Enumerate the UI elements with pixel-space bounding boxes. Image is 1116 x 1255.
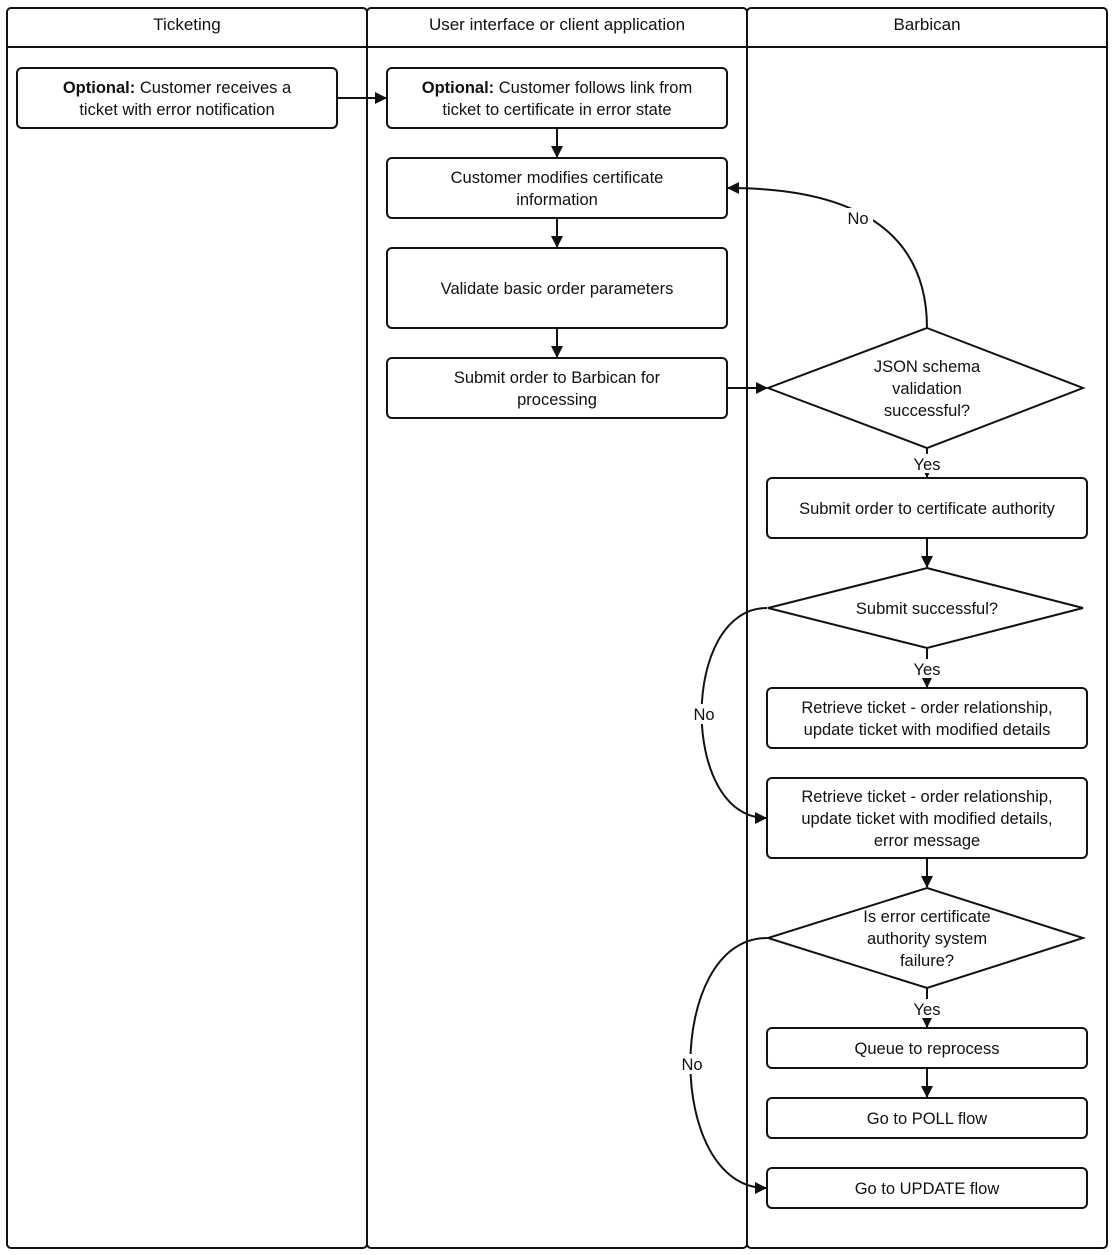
node-ticket: Optional: Customer receives a ticket with… — [16, 67, 338, 129]
n-update-line-0-run-0: Go to UPDATE flow — [855, 1180, 1000, 1198]
edge-label-json-no: No — [847, 210, 868, 228]
n-submit-barbican-line-0-run-0: Submit order to Barbican for — [454, 369, 661, 387]
node-update-text: Go to UPDATE flow — [855, 1180, 1000, 1198]
edge-label-submitok-yes: Yes — [914, 661, 941, 679]
node-submit-ca-text: Submit order to certificate authority — [799, 500, 1056, 518]
decision-ca-failure: Is error certificate authority system fail… — [764, 886, 1087, 990]
lane-title-barbican: Barbican — [893, 15, 960, 34]
n-poll-line-0-run-0: Go to POLL flow — [867, 1110, 988, 1128]
d-ca-failure-line-1-run-0: authority system — [867, 930, 987, 948]
d-ca-failure-line-2-run-0: failure? — [900, 952, 954, 970]
edge-label-json-yes: Yes — [914, 456, 941, 474]
d-json-line-1-run-0: validation — [892, 380, 962, 398]
n-follow-line-1-run-0: ticket to certificate in error state — [442, 101, 671, 119]
n-validate-line-0-run-0: Validate basic order parameters — [441, 280, 674, 298]
n-follow-line-0-run-0: Optional: — [422, 79, 494, 97]
n-retrieve-err-line-2-run-0: error message — [874, 832, 980, 850]
node-validate-text: Validate basic order parameters — [441, 280, 674, 298]
node-queue-text: Queue to reprocess — [855, 1040, 1000, 1058]
edge-json-no-to-modify — [727, 182, 928, 329]
node-update: Go to UPDATE flow — [766, 1167, 1088, 1209]
d-ca-failure-line-0-run-0: Is error certificate — [863, 908, 990, 926]
node-retrieve-err-text: Retrieve ticket - order relationship, upd… — [801, 788, 1052, 850]
n-submit-barbican-line-1-run-0: processing — [517, 391, 597, 409]
d-json-line-2-run-0: successful? — [884, 402, 970, 420]
node-follow-text: Optional: Customer follows link from tick… — [422, 79, 692, 119]
decision-submit-ok-text: Submit successful? — [856, 600, 998, 618]
node-poll-text: Go to POLL flow — [867, 1110, 988, 1128]
n-retrieve-ok-line-1-run-0: update ticket with modified details — [804, 721, 1051, 739]
node-submit-barbican-text: Submit order to Barbican for processing — [454, 369, 661, 409]
lane-ticketing: Ticketing — [6, 7, 368, 1249]
node-ticket-text: Optional: Customer receives a ticket with… — [63, 79, 292, 119]
d-submit-ok-line-0-run-0: Submit successful? — [856, 600, 998, 618]
node-follow: Optional: Customer follows link from tick… — [386, 67, 728, 129]
lane-title-ui: User interface or client application — [429, 15, 685, 34]
n-retrieve-ok-line-0-run-0: Retrieve ticket - order relationship, — [801, 699, 1052, 717]
node-poll: Go to POLL flow — [766, 1097, 1088, 1139]
node-modify-text: Customer modifies certificate information — [451, 169, 664, 209]
n-retrieve-err-line-1-run-0: update ticket with modified details, — [801, 810, 1052, 828]
node-retrieve-err: Retrieve ticket - order relationship, upd… — [766, 777, 1088, 859]
n-submit-ca-line-0-run-0: Submit order to certificate authority — [799, 500, 1056, 518]
n-retrieve-err-line-0-run-0: Retrieve ticket - order relationship, — [801, 788, 1052, 806]
edge-label-submitok-no: No — [693, 706, 714, 724]
node-submit-barbican: Submit order to Barbican for processing — [386, 357, 728, 419]
n-modify-line-0-run-0: Customer modifies certificate — [451, 169, 664, 187]
decision-json-text: JSON schema validation successful? — [874, 358, 981, 420]
node-submit-ca: Submit order to certificate authority — [766, 477, 1088, 539]
node-retrieve-ok: Retrieve ticket - order relationship, upd… — [766, 687, 1088, 749]
n-ticket-line-0-run-1: Customer receives a — [135, 79, 292, 97]
lane-title-ticketing: Ticketing — [153, 15, 220, 34]
edge-label-failure-no: No — [681, 1056, 702, 1074]
edge-labels: No Yes Yes No Yes No — [677, 208, 944, 1074]
n-modify-line-1-run-0: information — [516, 191, 598, 209]
n-queue-line-0-run-0: Queue to reprocess — [855, 1040, 1000, 1058]
node-validate: Validate basic order parameters — [386, 247, 728, 329]
decision-json: JSON schema validation successful? — [765, 326, 1086, 450]
n-ticket-line-0-run-0: Optional: — [63, 79, 135, 97]
decision-ca-failure-text: Is error certificate authority system fail… — [863, 908, 990, 970]
n-ticket-line-1-run-0: ticket with error notification — [79, 101, 274, 119]
d-json-line-0-run-0: JSON schema — [874, 358, 981, 376]
edge-label-failure-yes: Yes — [914, 1001, 941, 1019]
node-retrieve-ok-text: Retrieve ticket - order relationship, upd… — [801, 699, 1052, 739]
node-modify: Customer modifies certificate information — [386, 157, 728, 219]
node-queue: Queue to reprocess — [766, 1027, 1088, 1069]
n-follow-line-0-run-1: Customer follows link from — [494, 79, 692, 97]
decision-submit-ok: Submit successful? — [767, 566, 1084, 650]
